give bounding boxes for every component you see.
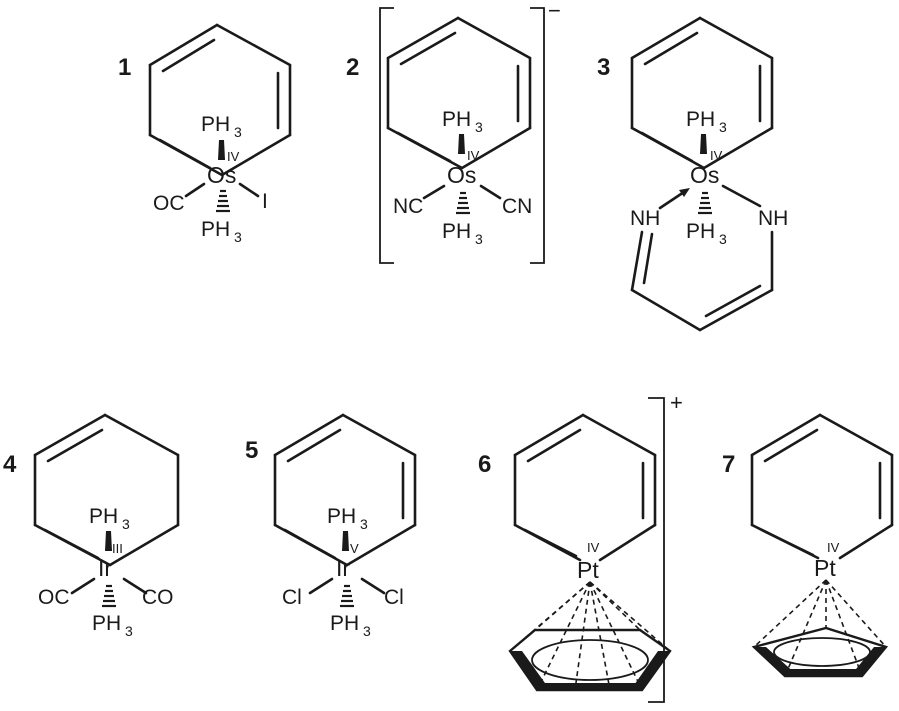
compound-3-oxidation-state: IV [710, 148, 723, 163]
compound-4-metal: Ir [98, 555, 112, 581]
compound-6-eta-bonds [509, 581, 671, 691]
compound-5-ring [273, 413, 417, 567]
compound-3-metal: Os [690, 162, 719, 188]
compound-2-left-ligand: NC [393, 195, 423, 218]
compound-4-hash-bond [102, 584, 116, 608]
compound-5-hash-bond [340, 584, 354, 608]
compound-6-oxidation-state: IV [587, 540, 600, 555]
compound-4-wedge-bond [105, 531, 112, 551]
compound-1-number: 1 [118, 54, 131, 81]
compound-4-right-ligand: CO [142, 586, 174, 609]
compound-7-metal: Pt [814, 555, 836, 581]
compound-3-ring [630, 16, 774, 170]
compound-2-hash-bond [456, 191, 470, 215]
compound-1-metal: Os [207, 162, 236, 188]
compound-7-number: 7 [722, 451, 735, 478]
compound-3: 3 PH 3 Os IV NH NH P [597, 16, 788, 332]
compound-5-bottom-ligand: PH [330, 612, 359, 635]
compound-1-ring [148, 23, 292, 177]
compound-7-eta-bonds [753, 579, 887, 677]
compound-2-number: 2 [346, 54, 359, 81]
compound-6-number: 6 [478, 451, 491, 478]
compound-2-top-ligand-subscript: 3 [475, 119, 483, 135]
compound-2-metal: Os [447, 162, 476, 188]
compound-1: 1 PH 3 Os IV OC I PH 3 [118, 23, 292, 245]
compound-5-top-ligand-subscript: 3 [360, 516, 368, 532]
compound-2-left-bracket [379, 7, 394, 264]
compound-4-ring [33, 413, 180, 567]
compound-2-ring [386, 16, 532, 170]
compound-4-top-ligand-subscript: 3 [122, 516, 130, 532]
compound-5-number: 5 [245, 437, 258, 464]
compound-4-left-ligand: OC [38, 586, 70, 609]
compound-7-oxidation-state: IV [827, 540, 840, 555]
compound-4: 4 PH 3 Ir III OC CO PH 3 [3, 413, 180, 639]
compound-5-top-ligand: PH [327, 505, 356, 528]
compound-4-oxidation-state: III [112, 541, 123, 556]
compound-1-right-ligand: I [262, 190, 268, 213]
compound-6-right-bracket [648, 397, 665, 703]
compound-2: 2 − PH 3 Os IV NC CN PH [346, 0, 561, 264]
compound-3-bottom-ligand-subscript: 3 [719, 231, 727, 247]
compound-5-wedge-bond [342, 531, 349, 551]
compound-4-bottom-ligand-subscript: 3 [125, 623, 133, 639]
compound-6-charge: + [670, 390, 683, 415]
compound-5-right-ligand: Cl [384, 586, 404, 609]
compound-3-right-ligand: NH [758, 207, 788, 230]
compound-4-bottom-ligand: PH [92, 612, 121, 635]
compound-1-top-ligand: PH [201, 113, 230, 136]
compound-3-left-ligand: NH [630, 207, 660, 230]
compound-5-oxidation-state: V [350, 541, 359, 556]
compound-3-wedge-bond [700, 134, 707, 154]
compound-1-wedge-bond [218, 140, 225, 160]
compound-5-left-ligand: Cl [282, 586, 302, 609]
compound-6-metal: Pt [577, 557, 599, 583]
compound-2-bottom-ligand-subscript: 3 [475, 231, 483, 247]
compound-2-wedge-bond [458, 134, 465, 154]
compound-1-left-ligand: OC [153, 192, 185, 215]
compound-6: 6 + Pt IV [478, 390, 683, 703]
compound-1-oxidation-state: IV [227, 149, 240, 164]
compound-3-bottom-ligand: PH [686, 220, 715, 243]
compound-3-top-ligand: PH [686, 108, 715, 131]
compound-2-bottom-ligand: PH [442, 220, 471, 243]
compound-4-number: 4 [3, 451, 17, 478]
compound-3-diamine-chain [630, 230, 774, 332]
compound-7-ring [750, 413, 894, 560]
compound-3-top-ligand-subscript: 3 [719, 119, 727, 135]
compound-2-top-ligand: PH [442, 108, 471, 131]
compound-2-right-ligand: CN [502, 195, 532, 218]
compound-7-cyclopentadienyl-ligand [751, 626, 889, 678]
compound-3-hash-bond [698, 191, 712, 215]
compound-3-dative-arrow [658, 188, 690, 210]
compound-2-charge: − [548, 0, 561, 23]
compound-1-hash-bond [216, 189, 230, 213]
compound-6-benzene-ligand [508, 628, 672, 692]
compound-3-number: 3 [597, 54, 610, 81]
compound-4-top-ligand: PH [89, 505, 118, 528]
compound-1-bottom-ligand: PH [201, 218, 230, 241]
compound-5-bottom-ligand-subscript: 3 [363, 623, 371, 639]
compound-2-oxidation-state: IV [467, 148, 480, 163]
compound-2-right-bracket [530, 7, 545, 264]
compound-1-bottom-ligand-subscript: 3 [234, 229, 242, 245]
compound-6-ring [513, 413, 657, 562]
compound-5-metal: Ir [336, 555, 350, 581]
compound-1-top-ligand-subscript: 3 [234, 124, 242, 140]
compound-5: 5 PH 3 Ir V Cl Cl PH 3 [245, 413, 417, 639]
compound-7: 7 Pt IV [722, 413, 894, 678]
